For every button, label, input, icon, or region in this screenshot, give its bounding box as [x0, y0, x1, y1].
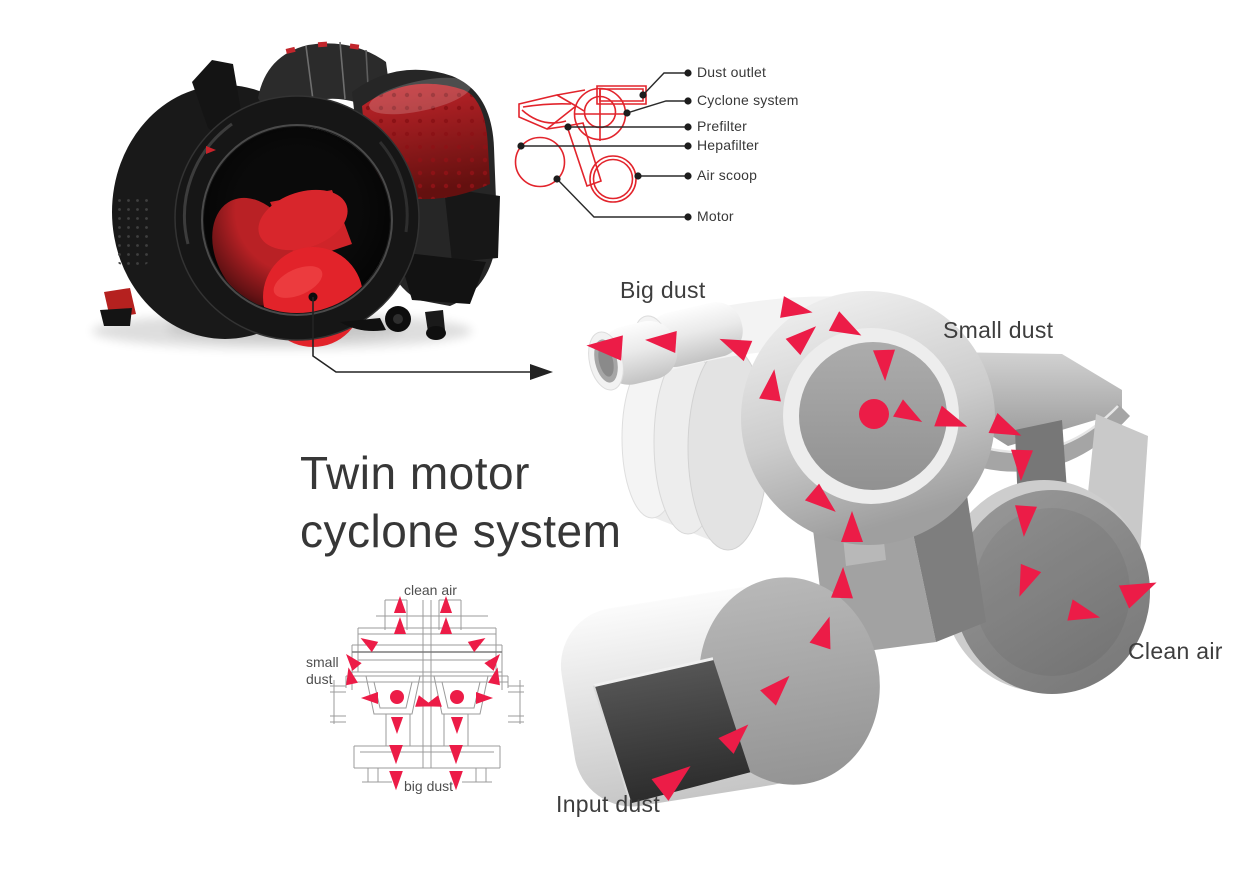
- input-duct: [560, 577, 880, 807]
- cyclone-3d-render: [560, 291, 1162, 807]
- vacuum-callout-line: [308, 292, 553, 380]
- page-title: Twin motor cyclone system: [300, 444, 621, 560]
- callout-arrowhead-icon: [530, 364, 553, 380]
- front-view-label-big-dust: big dust: [404, 778, 454, 794]
- callout-label-motor: Motor: [697, 208, 734, 224]
- vacuum-product-render: [92, 41, 500, 349]
- input-opening: [593, 658, 751, 804]
- flow-label-big-dust: Big dust: [620, 277, 706, 303]
- flow-arrows: [585, 296, 1162, 801]
- callout-label-prefilter: Prefilter: [697, 118, 748, 134]
- cyclone-center-dot: [859, 399, 889, 429]
- front-view-flow-arrows: [341, 595, 505, 791]
- vacuum-speaker-grille: [114, 194, 152, 266]
- vacuum-red-marker: [206, 146, 216, 154]
- flow-label-small-dust: Small dust: [943, 317, 1054, 343]
- callout-label-hepafilter: Hepafilter: [697, 137, 759, 153]
- flow-label-clean-air: Clean air: [1128, 638, 1223, 664]
- front-view-label-clean-air: clean air: [404, 582, 457, 598]
- front-view-wireframe-diagram: [330, 595, 524, 791]
- exploded-wireframe-diagram: [514, 69, 692, 221]
- front-view-label-small-dust: small dust: [306, 654, 339, 687]
- callout-label-dust-outlet: Dust outlet: [697, 64, 767, 80]
- flow-label-input-dust: Input dust: [556, 791, 661, 817]
- callout-label-cyclone-system: Cyclone system: [697, 92, 799, 108]
- callout-label-air-scoop: Air scoop: [697, 167, 758, 183]
- motor-disc: [954, 490, 1150, 694]
- title-line2: cyclone system: [300, 505, 622, 557]
- title-line1: Twin motor: [300, 447, 530, 499]
